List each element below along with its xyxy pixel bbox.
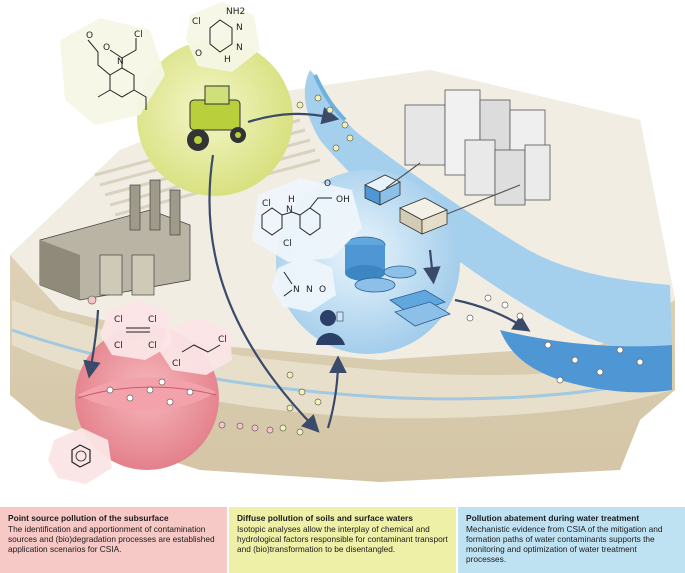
molecule-chloridazon: Cl NH2 N N H O [186, 2, 260, 72]
panel-title: Pollution abatement during water treatme… [466, 513, 640, 523]
svg-text:O: O [195, 49, 202, 59]
svg-text:Cl: Cl [172, 359, 181, 369]
svg-text:N: N [236, 23, 243, 33]
svg-text:H: H [224, 55, 231, 65]
panel-body: The identification and apportionment of … [8, 524, 215, 554]
molecule-tce: Cl Cl Cl Cl [100, 300, 172, 360]
svg-text:NH2: NH2 [226, 7, 245, 17]
svg-text:Cl: Cl [218, 335, 227, 345]
svg-text:N: N [236, 43, 243, 53]
svg-text:Cl: Cl [262, 199, 271, 209]
svg-text:N: N [306, 285, 313, 295]
panel-title: Diffuse pollution of soils and surface w… [237, 513, 413, 523]
diffuse-source-circle [137, 40, 293, 196]
svg-text:Cl: Cl [283, 239, 292, 249]
svg-text:N: N [293, 285, 300, 295]
pumping-house [364, 174, 401, 206]
factory [39, 179, 191, 301]
treatment-tanks [344, 236, 451, 327]
svg-text:Cl: Cl [192, 17, 201, 27]
svg-text:Cl: Cl [148, 315, 157, 325]
molecule-dce: Cl Cl [160, 318, 232, 375]
panel-point-source: Point source pollution of the subsurface… [0, 507, 227, 573]
svg-text:Cl: Cl [114, 341, 123, 351]
transport-arrows [83, 107, 531, 433]
svg-text:N: N [117, 57, 124, 67]
svg-text:N: N [286, 205, 293, 215]
contamination-scenarios-illustration: O Cl O N Cl NH2 N N H O Cl H N Cl O OH [10, 2, 675, 484]
treatment-building [385, 162, 521, 235]
svg-text:O: O [324, 179, 331, 189]
panel-abatement: Pollution abatement during water treatme… [458, 507, 685, 573]
molecule-diclofenac: Cl H N Cl O OH [252, 178, 362, 262]
svg-text:Cl: Cl [134, 30, 143, 40]
svg-text:OH: OH [336, 195, 350, 205]
city-buildings [404, 89, 551, 206]
svg-text:Cl: Cl [114, 315, 123, 325]
contaminant-particles [87, 94, 644, 436]
panel-diffuse: Diffuse pollution of soils and surface w… [229, 507, 456, 573]
panel-body: Isotopic analyses allow the interplay of… [237, 524, 448, 554]
tractor-icon [187, 85, 246, 151]
person-drinking-icon [316, 310, 345, 345]
molecule-metolachlor: O Cl O N [60, 18, 165, 125]
svg-text:H: H [288, 195, 295, 205]
molecule-benzene [48, 428, 112, 484]
svg-text:O: O [319, 285, 326, 295]
svg-text:O: O [86, 31, 93, 41]
panel-body: Mechanistic evidence from CSIA of the mi… [466, 524, 663, 564]
molecule-ndma: N N O [272, 256, 336, 312]
river [304, 70, 672, 393]
svg-text:O: O [103, 43, 110, 53]
svg-text:Cl: Cl [148, 341, 157, 351]
caption-panels: Point source pollution of the subsurface… [0, 507, 685, 573]
panel-title: Point source pollution of the subsurface [8, 513, 169, 523]
